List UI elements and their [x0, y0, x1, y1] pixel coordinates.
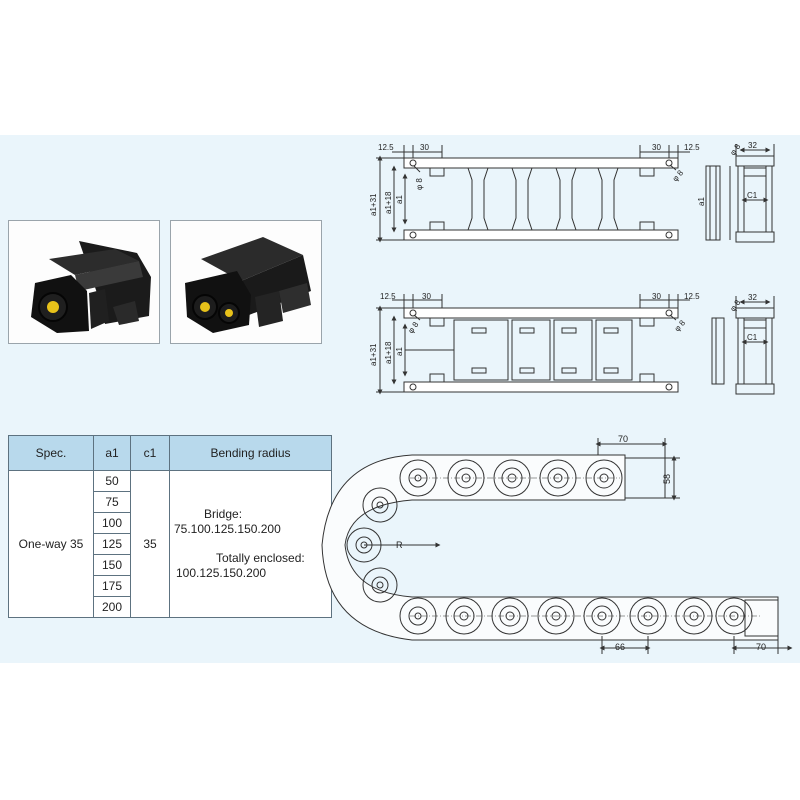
- end-tab: [639, 221, 655, 231]
- dim-mid-left-pitch: 30: [422, 292, 431, 301]
- hole: [409, 231, 417, 239]
- dim-mid-h3: a1: [395, 347, 404, 356]
- header-c1: c1: [130, 435, 170, 471]
- hole: [665, 159, 673, 167]
- side-top-phi: φ 8: [728, 142, 742, 157]
- dim-mid-h1: a1+31: [369, 343, 378, 366]
- side-top-a1: a1: [697, 197, 706, 206]
- header-bending-radius: Bending radius: [169, 435, 332, 471]
- enclosed-label: Totally enclosed:: [216, 551, 305, 565]
- a1-value: 200: [93, 596, 131, 618]
- dim-mid-right-pitch: 30: [652, 292, 661, 301]
- dim-mid-right-offset: 12.5: [684, 292, 700, 301]
- table-row: 200: [9, 596, 332, 618]
- drawing-top-view: [376, 144, 775, 243]
- bridge-values: 75.100.125.150.200: [174, 522, 281, 536]
- table-header-row: Spec. a1 c1 Bending radius: [8, 435, 332, 471]
- drawing-middle-view: [376, 294, 775, 395]
- side-top-c1: C1: [747, 191, 758, 200]
- side-view-plate: [705, 165, 721, 241]
- dim-chain-top-width: 70: [618, 434, 628, 444]
- side-mid-phi: φ 8: [728, 298, 742, 313]
- dim-chain-height: 58: [662, 474, 672, 484]
- header-a1: a1: [93, 435, 131, 471]
- bridge-label: Bridge:: [204, 507, 243, 521]
- dim-mid-hole-left: φ 8: [406, 320, 420, 335]
- drawing-chain-side-view: [321, 438, 793, 654]
- header-spec: Spec.: [8, 435, 94, 471]
- dim-mid-left-offset: 12.5: [380, 292, 396, 301]
- end-tab: [429, 167, 445, 177]
- end-tab: [429, 221, 445, 231]
- enclosed-values: 100.125.150.200: [176, 566, 267, 580]
- bending-radius-text: Bridge: 75.100.125.150.200 Totally enclo…: [170, 507, 331, 581]
- side-mid-c1: C1: [747, 333, 758, 342]
- enclosed-covers: [453, 319, 633, 381]
- dim-mid-hole-right: φ 8: [673, 318, 688, 333]
- top-rail: [403, 157, 679, 169]
- bottom-rail: [403, 229, 679, 241]
- hole: [409, 159, 417, 167]
- dim-chain-pitch: 66: [615, 642, 625, 652]
- chain-links-bend: [346, 487, 398, 603]
- dim-top-hole-right: φ 8: [671, 168, 686, 183]
- end-view-bottom: [735, 231, 775, 243]
- end-tab: [639, 167, 655, 177]
- side-top-width: 32: [748, 141, 757, 150]
- dim-top-h3: a1: [395, 195, 404, 204]
- product-photo-enclosed: [170, 220, 322, 344]
- dim-mid-h2: a1+18: [384, 341, 393, 364]
- dim-chain-bottom-width: 70: [756, 642, 766, 652]
- table-row: 100: [9, 512, 332, 534]
- bottom-rail: [403, 381, 679, 393]
- product-photo-bridge: [8, 220, 160, 344]
- end-bracket-bottom: [744, 599, 779, 637]
- side-mid-width: 32: [748, 293, 757, 302]
- cable-carrier-photo-1: [9, 221, 159, 343]
- spec-value-cell: One-way 35: [8, 470, 94, 618]
- dim-top-left-offset: 12.5: [378, 143, 394, 152]
- bending-radius-cell: Bridge: 75.100.125.150.200 Totally enclo…: [169, 470, 332, 618]
- a1-value: 100: [93, 512, 131, 534]
- cable-carrier-photo-2: [171, 221, 321, 343]
- end-view-top: [735, 155, 775, 167]
- spec-table: Spec. a1 c1 Bending radius One-way 35 50…: [8, 435, 332, 618]
- dim-chain-radius: R: [396, 540, 403, 550]
- dim-top-left-pitch: 30: [420, 143, 429, 152]
- top-rail: [403, 307, 679, 319]
- crossbars: [467, 167, 619, 231]
- hole: [665, 231, 673, 239]
- dim-top-h2: a1+18: [384, 191, 393, 214]
- dim-top-right-pitch: 30: [652, 143, 661, 152]
- table-row: One-way 35 50 35 Bridge: 75.100.125.150.…: [8, 470, 332, 618]
- dim-top-hole-left: φ 8: [415, 178, 424, 190]
- end-bracket-top: [624, 457, 666, 499]
- chain-outline: [321, 454, 779, 641]
- dim-top-right-offset: 12.5: [684, 143, 700, 152]
- dim-top-h1: a1+31: [369, 193, 378, 216]
